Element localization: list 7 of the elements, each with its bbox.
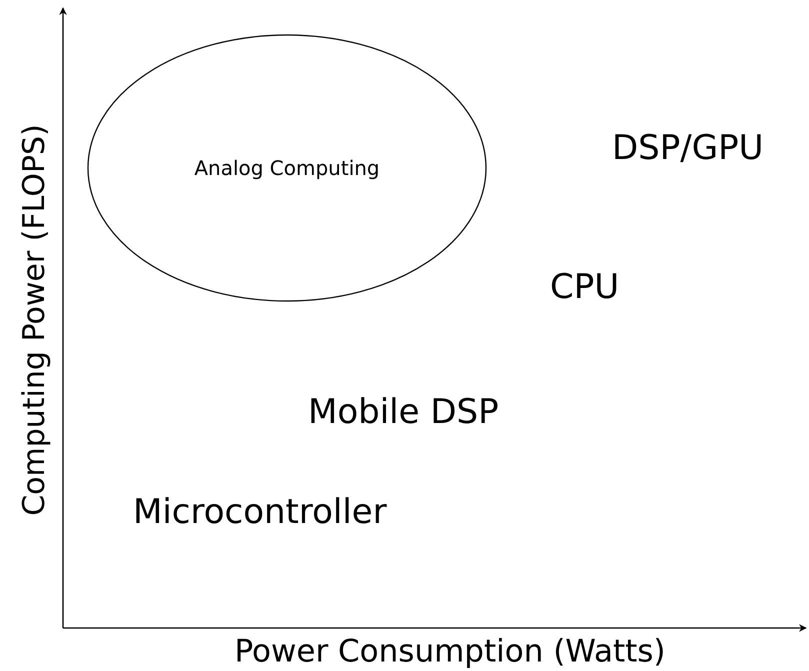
axis-title: Power Consumption (Watts) [234, 636, 666, 668]
category-label: DSP/GPU [612, 131, 764, 165]
axis-title: Computing Power (FLOPS) [20, 124, 50, 516]
category-label: Mobile DSP [308, 395, 499, 429]
node-label: Analog Computing [194, 156, 380, 180]
category-label: Microcontroller [133, 495, 387, 529]
category-label: CPU [550, 270, 620, 304]
